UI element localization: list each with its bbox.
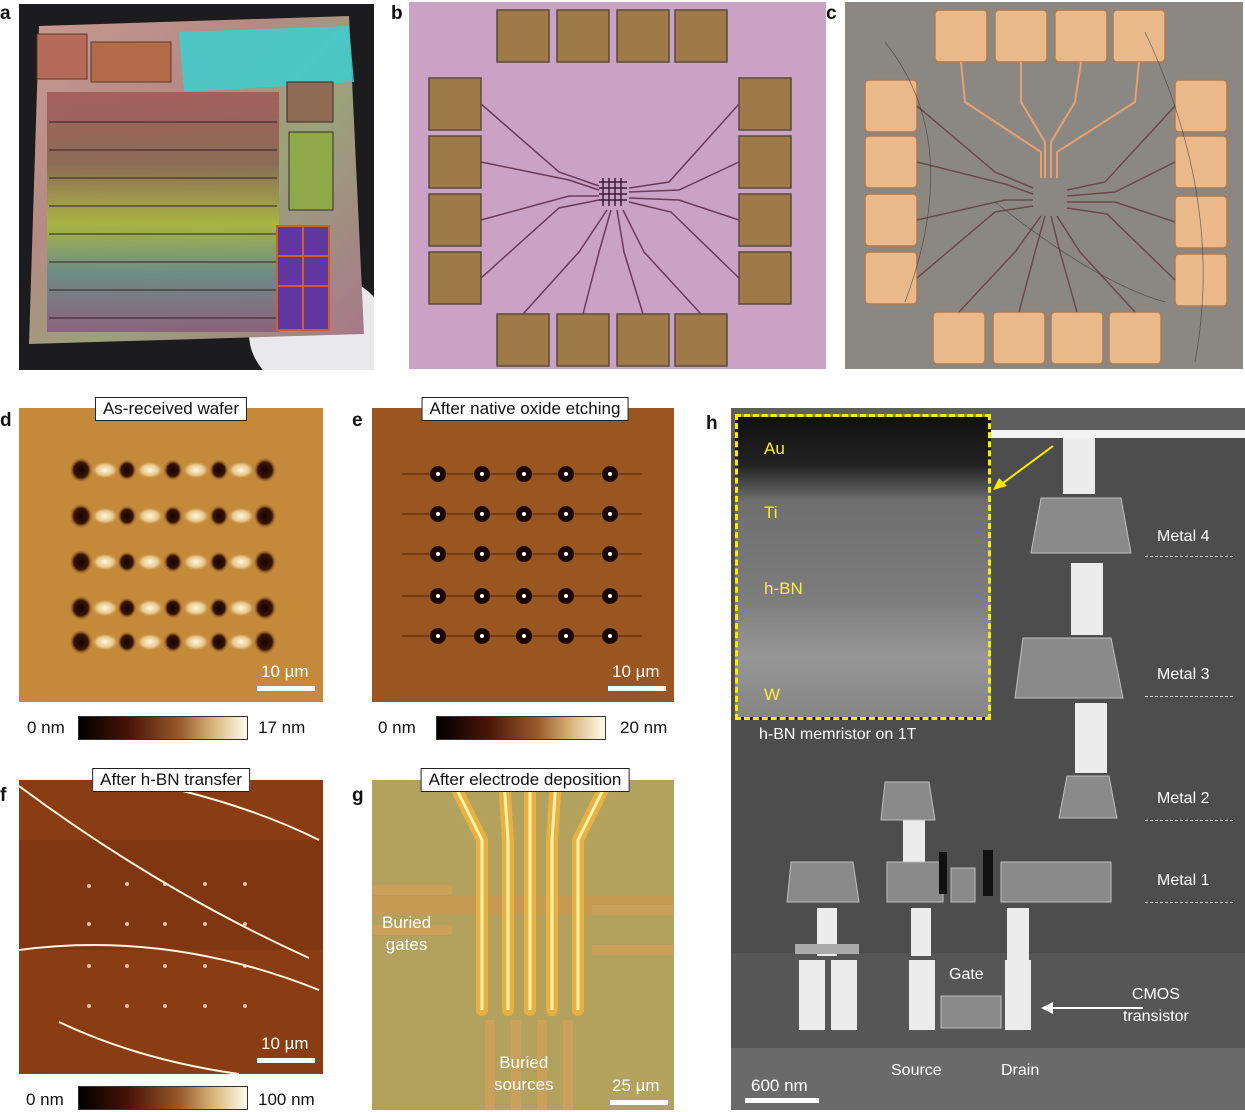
panel-label-d: d xyxy=(0,410,12,431)
colorbar-min-d: 0 nm xyxy=(27,718,65,737)
title-d-box: As-received wafer xyxy=(94,397,248,421)
label-metal-1: Metal 1 xyxy=(1157,872,1210,889)
colorbar-min-e: 0 nm xyxy=(378,718,416,737)
scalebar-h xyxy=(745,1098,819,1103)
scale-text-d: 10 µm xyxy=(261,662,309,681)
scale-text-e: 10 µm xyxy=(612,662,660,681)
panel-label-h: h xyxy=(706,413,718,434)
title-f: After h-BN transfer xyxy=(92,768,250,792)
panel-label-g: g xyxy=(352,785,364,806)
inset-label-w: W xyxy=(764,685,781,704)
scale-text-h: 600 nm xyxy=(751,1076,808,1095)
colorbar-max-d: 17 nm xyxy=(258,718,306,737)
crossbar-micrograph-2 xyxy=(845,2,1243,369)
afm-map-d xyxy=(69,457,277,655)
cmos-stack-image xyxy=(731,408,1245,1110)
colorbar-f xyxy=(78,1086,248,1110)
scale-text-f: 10 µm xyxy=(261,1034,309,1053)
panel-label-a: a xyxy=(0,3,11,24)
inset-label-hbn: h-BN xyxy=(764,579,803,598)
dash-metal-3 xyxy=(1145,696,1233,697)
colorbar-max-f: 100 nm xyxy=(258,1090,315,1109)
panel-label-e: e xyxy=(352,410,363,431)
label-gate: Gate xyxy=(949,966,984,983)
wafer-chip-image xyxy=(29,16,374,370)
scalebar-d xyxy=(257,686,315,691)
afm-after-hbn-transfer: 10 µm xyxy=(19,780,323,1074)
afm-as-received: 10 µm xyxy=(19,408,323,702)
label-cmos: CMOS transistor xyxy=(1123,986,1189,1025)
dash-metal-2 xyxy=(1145,820,1233,821)
title-g: After electrode deposition xyxy=(420,768,630,792)
scalebar-g xyxy=(610,1100,668,1105)
electrode-image xyxy=(372,780,674,1110)
colorbar-d xyxy=(78,716,248,740)
crossbar-micrograph-1 xyxy=(409,2,826,369)
panel-label-f: f xyxy=(0,785,7,806)
crossbar-on-chip-image xyxy=(864,9,1228,365)
inset-label-ti: Ti xyxy=(764,503,778,522)
scalebar-e xyxy=(608,686,666,691)
colorbar-max-e: 20 nm xyxy=(620,718,668,737)
wafer-photo xyxy=(19,4,374,370)
cmos-arrow xyxy=(1041,1002,1143,1014)
colorbar-min-f: 0 nm xyxy=(26,1090,64,1109)
afm-map-f xyxy=(19,785,323,1074)
afm-map-e xyxy=(402,466,642,644)
tem-inset: Au Ti h-BN W xyxy=(735,414,991,720)
label-source: Source xyxy=(891,1062,942,1079)
dash-metal-1 xyxy=(1145,902,1233,903)
panel-label-c: c xyxy=(826,3,837,24)
optical-after-electrode-deposition: Buried gates Buried sources 25 µm xyxy=(372,780,674,1110)
title-e: After native oxide etching xyxy=(421,397,629,421)
label-metal-2: Metal 2 xyxy=(1157,790,1210,807)
buried-gates-label: Buried gates xyxy=(382,913,432,954)
colorbar-e xyxy=(436,716,606,740)
crossbar-layout-image xyxy=(428,9,792,367)
label-drain: Drain xyxy=(1001,1062,1040,1079)
afm-after-etching: 10 µm xyxy=(372,408,674,702)
label-metal-4: Metal 4 xyxy=(1157,528,1210,545)
cross-section-sem: Au Ti h-BN W h-BN memristor on 1T Metal … xyxy=(731,408,1245,1110)
scalebar-f xyxy=(257,1058,315,1063)
buried-sources-label: Buried sources xyxy=(494,1053,554,1094)
inset-caption: h-BN memristor on 1T xyxy=(759,726,917,743)
scale-text-g: 25 µm xyxy=(612,1076,660,1095)
dash-metal-4 xyxy=(1145,556,1233,557)
inset-label-au: Au xyxy=(764,439,785,458)
inset-pointer-arrow xyxy=(993,445,1054,490)
label-metal-3: Metal 3 xyxy=(1157,666,1210,683)
panel-label-b: b xyxy=(391,3,403,24)
